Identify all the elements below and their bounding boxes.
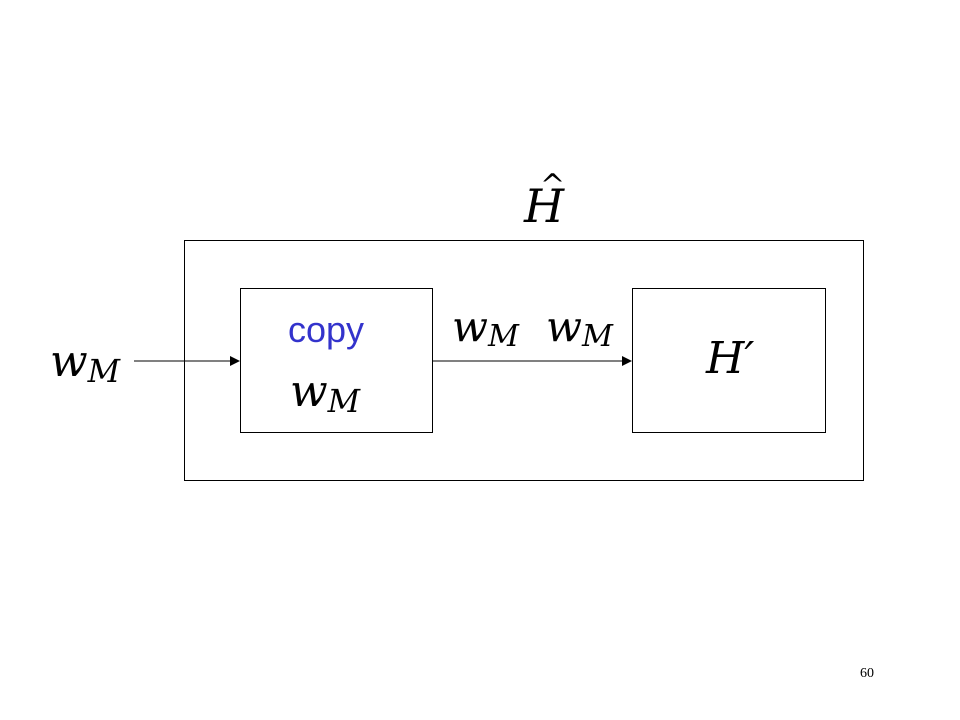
input-base: w [50,336,88,387]
page-number: 60 [860,666,874,681]
output-1-sub: M [487,319,519,355]
copy-label: copy [288,309,365,350]
hat-accent: ^ [540,168,566,203]
outer-box-label: ^ H [524,171,565,230]
output-2-sub: M [581,319,613,355]
h-prime-box [632,288,826,433]
output-1-base: w [452,302,488,351]
copy-box [240,288,433,433]
copy-inner-sub: M [327,383,361,420]
input-sub: M [87,353,121,390]
output-2-base: w [546,302,582,351]
input-label: wM [50,340,120,388]
h-letter: H [524,179,565,233]
copy-box-inner-label: wM [290,370,360,418]
copy-inner-base: w [290,366,328,417]
output-label-1: wM [452,306,519,353]
h-prime-label: H′ [706,333,755,384]
output-label-2: wM [546,306,613,353]
